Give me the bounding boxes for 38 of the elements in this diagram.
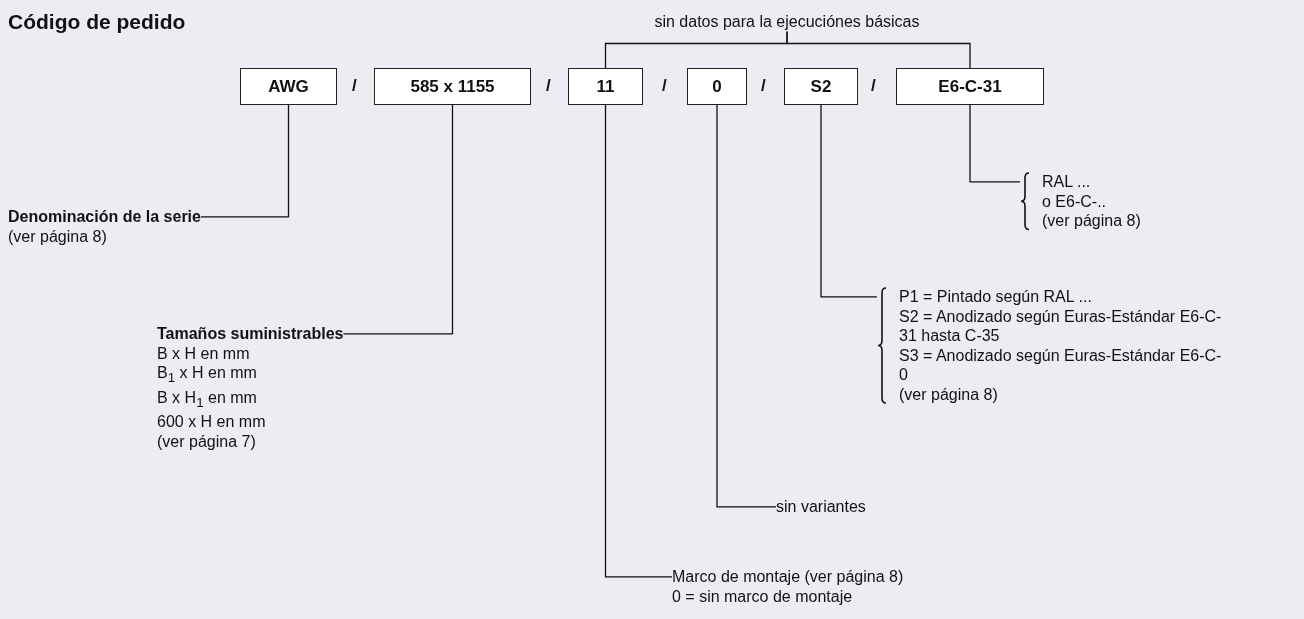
leader-line — [969, 104, 1021, 183]
callout-text: (ver página 8) — [1042, 211, 1142, 231]
leader-line — [342, 104, 454, 335]
code-box: AWG — [240, 68, 337, 105]
callout-text: S3 = Anodizado según Euras-Estándar E6-C-0 — [899, 345, 1223, 385]
code-box: 585 x 1155 — [374, 68, 531, 105]
callout-heading: Tamaños suministrables — [157, 324, 344, 344]
separator-slash: / — [871, 76, 876, 96]
code-box: 11 — [568, 68, 643, 105]
separator-slash: / — [546, 76, 551, 96]
leader-line — [200, 104, 290, 218]
callout-text: B x H en mm — [157, 343, 251, 363]
bracket-note: sin datos para la ejecuciónes básicas — [560, 12, 1014, 32]
callout-text: B x H$_{1}$ en mm — [157, 387, 258, 412]
callout-text: RAL ... — [1042, 172, 1092, 192]
separator-slash: / — [761, 76, 766, 96]
callout-text: (ver página 8) — [8, 226, 108, 246]
callout-text: o E6-C-.. — [1042, 191, 1107, 211]
callout-text: (ver página 7) — [157, 431, 257, 452]
code-box: 0 — [687, 68, 747, 105]
leader-line — [716, 104, 777, 508]
leader-line — [604, 104, 673, 578]
callout-text: B$_{1}$ x H en mm — [157, 363, 258, 388]
leader-line — [820, 104, 878, 298]
bracket-line — [786, 30, 971, 69]
separator-slash: / — [662, 76, 667, 96]
code-box: E6-C-31 — [896, 68, 1044, 105]
callout-text: Marco de montaje (ver página 8) — [672, 567, 904, 587]
code-box: S2 — [784, 68, 858, 105]
callout-text: S2 = Anodizado según Euras-Estándar E6-C-31 hasta C-35 — [899, 306, 1223, 346]
callout-text: P1 = Pintado según RAL ... — [899, 287, 1093, 307]
callout-text: 600 x H en mm — [157, 412, 267, 432]
separator-slash: / — [352, 76, 357, 96]
callout-text: 0 = sin marco de montaje — [672, 586, 854, 606]
callout-text: sin variantes — [776, 497, 866, 517]
diagram-title: Código de pedido — [8, 10, 186, 34]
callout-heading: Denominación de la serie — [8, 207, 201, 227]
callout-text: (ver página 8) — [899, 384, 999, 404]
